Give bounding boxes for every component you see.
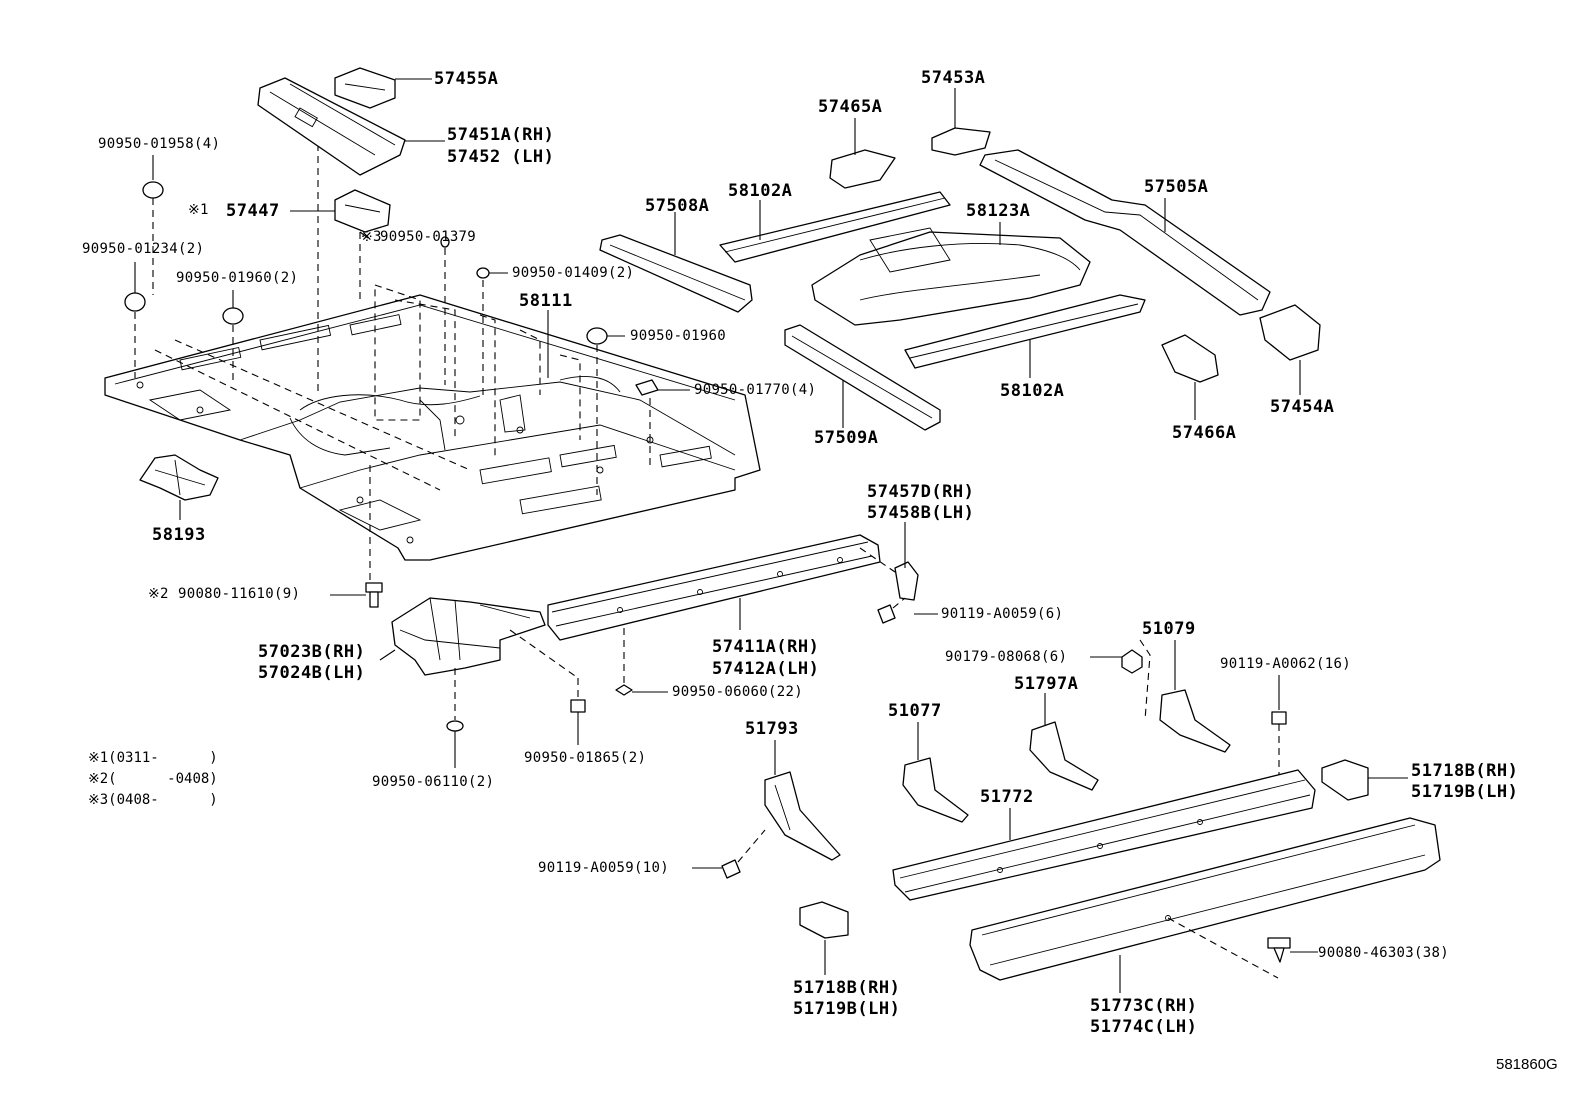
member-58102A-bottom bbox=[904, 294, 1146, 369]
bracket-51793 bbox=[764, 771, 841, 861]
bolt-90080-11610 bbox=[365, 582, 383, 608]
grommets-left bbox=[124, 181, 659, 396]
extension-57023B bbox=[391, 597, 546, 676]
label-51773C: 51773C(RH) bbox=[1090, 996, 1198, 1016]
label-51719B-bottom: 51719B(LH) bbox=[793, 999, 901, 1019]
label-57458B: 57458B(LH) bbox=[867, 503, 975, 523]
label-57509A: 57509A bbox=[814, 428, 879, 448]
label-51774C: 51774C(LH) bbox=[1090, 1017, 1198, 1037]
label-90950-01960: 90950-01960 bbox=[630, 328, 727, 344]
bracket-58193 bbox=[139, 454, 219, 501]
bracket-57466A bbox=[1161, 334, 1219, 383]
label-90950-01960-2: 90950-01960(2) bbox=[176, 270, 299, 286]
member-57505A bbox=[979, 149, 1271, 316]
note-1: ※1(0311- ) bbox=[88, 750, 218, 766]
member-57508A bbox=[599, 234, 753, 313]
step-board-51773C bbox=[969, 817, 1441, 981]
nut-90179-08068 bbox=[1121, 639, 1151, 721]
label-90119-A0059-10: 90119-A0059(10) bbox=[538, 860, 669, 876]
bracket-57447 bbox=[334, 189, 391, 233]
label-57411A: 57411A(RH) bbox=[712, 637, 820, 657]
label-90119-A0059-6: 90119-A0059(6) bbox=[941, 606, 1064, 622]
label-57453A: 57453A bbox=[921, 68, 986, 88]
label-57455A: 57455A bbox=[434, 69, 499, 89]
bracket-57454A bbox=[1259, 304, 1321, 361]
crossmember-58123A bbox=[811, 227, 1091, 326]
reinforcement-57451A bbox=[257, 77, 406, 176]
bracket-57455A bbox=[334, 67, 396, 109]
bracket-51797A bbox=[1029, 721, 1099, 791]
label-90950-06110: 90950-06110(2) bbox=[372, 774, 495, 790]
note-2: ※2( -0408) bbox=[88, 771, 218, 787]
label-90950-01770: 90950-01770(4) bbox=[694, 382, 817, 398]
diagram-code: 581860G bbox=[1496, 1056, 1558, 1073]
bracket-57457D bbox=[859, 547, 919, 601]
floor-guides bbox=[134, 120, 651, 580]
label-58111: 58111 bbox=[519, 291, 573, 311]
label-51772: 51772 bbox=[980, 787, 1034, 807]
label-57466A: 57466A bbox=[1172, 423, 1237, 443]
label-58193: 58193 bbox=[152, 525, 206, 545]
member-57509A bbox=[784, 324, 941, 431]
step-frame-51772 bbox=[892, 769, 1316, 901]
leader-lines bbox=[134, 78, 1408, 993]
label-90950-01865: 90950-01865(2) bbox=[524, 750, 647, 766]
label-57024B: 57024B(LH) bbox=[258, 663, 366, 683]
label-90950-01958: 90950-01958(4) bbox=[98, 136, 221, 152]
label-51797A: 51797A bbox=[1014, 674, 1079, 694]
mark-3: ※3 bbox=[361, 229, 382, 245]
bolt-90119-A0059-10 bbox=[721, 829, 766, 879]
label-58102A-bottom: 58102A bbox=[1000, 381, 1065, 401]
label-90080-46303: 90080-46303(38) bbox=[1318, 945, 1449, 961]
label-51719B-right: 51719B(LH) bbox=[1411, 782, 1519, 802]
bracket-57465A bbox=[829, 149, 896, 189]
label-57508A: 57508A bbox=[645, 196, 710, 216]
label-90950-01234: 90950-01234(2) bbox=[82, 241, 205, 257]
label-57505A: 57505A bbox=[1144, 177, 1209, 197]
label-90950-01379: 90950-01379 bbox=[380, 229, 477, 245]
label-57451A: 57451A(RH) bbox=[447, 125, 555, 145]
mark-2: ※2 bbox=[148, 586, 169, 602]
label-58102A-top: 58102A bbox=[728, 181, 793, 201]
label-90119-A0062: 90119-A0062(16) bbox=[1220, 656, 1351, 672]
label-57457D: 57457D(RH) bbox=[867, 482, 975, 502]
label-57452: 57452 (LH) bbox=[447, 147, 555, 167]
label-57454A: 57454A bbox=[1270, 397, 1335, 417]
bracket-57453A bbox=[931, 127, 991, 156]
end-cap-51718B-bottom bbox=[799, 901, 849, 939]
label-57447: 57447 bbox=[226, 201, 280, 221]
label-57465A: 57465A bbox=[818, 97, 883, 117]
label-90950-01409: 90950-01409(2) bbox=[512, 265, 635, 281]
label-51718B-right: 51718B(RH) bbox=[1411, 761, 1519, 781]
label-90179-08068: 90179-08068(6) bbox=[945, 649, 1068, 665]
floor-pan-58111 bbox=[104, 294, 761, 561]
rocker-57411A bbox=[547, 534, 881, 641]
label-58123A: 58123A bbox=[966, 201, 1031, 221]
note-3: ※3(0408- ) bbox=[88, 792, 218, 808]
label-57023B: 57023B(RH) bbox=[258, 642, 366, 662]
end-cap-51718B-right bbox=[1321, 759, 1369, 801]
label-51079: 51079 bbox=[1142, 619, 1196, 639]
label-90950-06060: 90950-06060(22) bbox=[672, 684, 803, 700]
label-51718B-bottom: 51718B(RH) bbox=[793, 978, 901, 998]
member-58102A-top bbox=[719, 191, 951, 263]
bolt-90119-A0059-6 bbox=[877, 597, 906, 624]
label-51077: 51077 bbox=[888, 701, 942, 721]
bracket-51079 bbox=[1159, 689, 1231, 753]
mark-1: ※1 bbox=[188, 202, 209, 218]
clip-90080-46303 bbox=[1267, 937, 1291, 963]
label-51793: 51793 bbox=[745, 719, 799, 739]
label-90080-11610: 90080-11610(9) bbox=[178, 586, 301, 602]
label-57412A: 57412A(LH) bbox=[712, 659, 820, 679]
bracket-51077 bbox=[902, 757, 969, 823]
